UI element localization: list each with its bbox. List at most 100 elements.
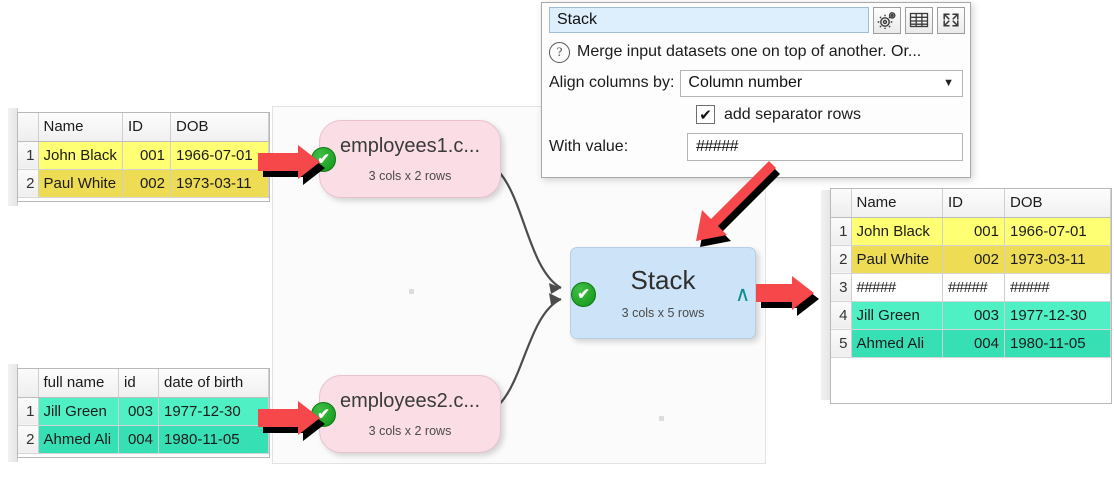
chevron-down-icon: ▼ [943,77,954,89]
cell-name[interactable]: Jill Green [851,301,943,330]
row-number-header [831,189,852,218]
cell-id[interactable]: 001 [122,141,171,170]
settings-gears-icon[interactable] [873,6,901,34]
row-number-header [18,113,39,142]
dialog-description-row: ? Merge input datasets one on top of ano… [542,37,970,67]
column-header-dob: DOB [1004,189,1111,218]
expand-icon[interactable] [937,6,965,34]
row-number: 4 [831,301,852,330]
cell-id[interactable]: 003 [118,397,159,426]
row-number: 5 [831,329,852,358]
cell-name[interactable]: John Black [38,141,123,170]
column-header-name: Name [851,189,943,218]
row-number: 1 [18,141,39,170]
cell-dob[interactable]: 1980-11-05 [1004,329,1111,358]
cell-date-of-birth[interactable]: 1977-12-30 [158,397,269,426]
annotation-arrow-to-employees2 [258,398,342,446]
node-employees1[interactable]: employees1.c... 3 cols x 2 rows [319,120,501,198]
cell-id[interactable]: 004 [942,329,1005,358]
employees1-table[interactable]: Name ID DOB 1 John Black 001 1966-07-01 … [17,112,270,202]
cell-id[interactable]: 003 [942,301,1005,330]
cell-name[interactable]: Ahmed Ali [851,329,943,358]
cell-dob[interactable]: 1977-12-30 [1004,301,1111,330]
node-subtitle: 3 cols x 5 rows [621,305,705,320]
node-employees2[interactable]: employees2.c... 3 cols x 2 rows [319,375,501,453]
cell-id[interactable]: 002 [122,169,171,198]
cell-date-of-birth[interactable]: 1980-11-05 [158,425,269,454]
column-header-id: ID [122,113,171,142]
column-header-name: Name [38,113,123,142]
table-row[interactable]: 1 John Black 001 1966-07-01 [831,217,1111,246]
cell-name[interactable]: ##### [851,273,943,302]
table-row[interactable]: 1 John Black 001 1966-07-01 [18,141,269,170]
table-row[interactable]: 1 Jill Green 003 1977-12-30 [18,397,269,426]
grid-glyph [909,12,929,28]
table-header-row: Name ID DOB [831,189,1111,218]
cell-name[interactable]: Paul White [851,245,943,274]
cell-dob[interactable]: 1966-07-01 [170,141,269,170]
row-number: 3 [831,273,852,302]
align-columns-row: Align columns by: Column number ▼ [542,67,970,99]
cell-dob[interactable]: 1973-03-11 [1004,245,1111,274]
row-number: 1 [18,397,39,426]
properties-dialog[interactable]: Stack [541,2,971,178]
cell-full-name[interactable]: Ahmed Ali [38,425,119,454]
column-header-date-of-birth: date of birth [158,369,269,398]
table-header-row: Name ID DOB [18,113,269,142]
column-header-dob: DOB [170,113,269,142]
with-value-input[interactable]: ##### [687,133,963,161]
row-number-header [18,369,39,398]
annotation-arrow-to-employees1 [258,142,342,190]
add-separator-rows-row: ✔ add separator rows [542,99,970,130]
align-columns-select[interactable]: Column number ▼ [680,69,963,97]
canvas-grid-dot [409,289,414,294]
cell-id[interactable]: 004 [118,425,159,454]
status-ok-icon-stack: ✔ [571,282,596,307]
row-number: 2 [18,169,39,198]
table-row[interactable]: 4 Jill Green 003 1977-12-30 [831,301,1111,330]
flow-canvas[interactable]: employees1.c... 3 cols x 2 rows ✔ employ… [272,106,766,464]
check-glyph: ✔ [317,406,330,423]
table-row[interactable]: 5 Ahmed Ali 004 1980-11-05 [831,329,1111,358]
table-row[interactable]: 2 Ahmed Ali 004 1980-11-05 [18,425,269,454]
annotation-arrow-to-output-table [756,273,836,321]
cell-dob[interactable]: 1966-07-01 [1004,217,1111,246]
node-title: employees1.c... [339,134,481,157]
node-subtitle: 3 cols x 2 rows [368,423,452,438]
employees2-table[interactable]: full name id date of birth 1 Jill Green … [17,368,270,458]
node-stack-output-caret-icon: ∧ [735,283,751,306]
cell-name[interactable]: Paul White [38,169,123,198]
expand-glyph [943,13,959,27]
cell-id[interactable]: 001 [942,217,1005,246]
stack-output-table[interactable]: Name ID DOB 1 John Black 001 1966-07-01 … [830,188,1112,404]
with-value-row: With value: ##### [542,130,970,164]
table-row-separator[interactable]: 3 ##### ##### ##### [831,273,1111,302]
row-number: 2 [831,245,852,274]
dialog-description-text: Merge input datasets one on top of anoth… [577,43,922,60]
node-stack[interactable]: Stack 3 cols x 5 rows [570,247,756,339]
row-number: 1 [831,217,852,246]
with-value-label: With value: [549,138,629,155]
table-row[interactable]: 2 Paul White 002 1973-03-11 [18,169,269,198]
node-subtitle: 3 cols x 2 rows [368,168,452,183]
cell-id[interactable]: 002 [942,245,1005,274]
cell-name[interactable]: John Black [851,217,943,246]
cell-dob[interactable]: ##### [1004,273,1111,302]
node-title: employees2.c... [339,389,481,412]
check-glyph: ✔ [317,151,330,168]
check-glyph: ✔ [577,286,590,303]
row-number: 2 [18,425,39,454]
node-title: Stack [630,264,696,295]
cell-id[interactable]: ##### [942,273,1005,302]
annotation-arrow-dialog-to-stack [680,160,810,275]
help-icon[interactable]: ? [549,41,570,63]
column-header-full-name: full name [38,369,119,398]
table-row[interactable]: 2 Paul White 002 1973-03-11 [831,245,1111,274]
cell-dob[interactable]: 1973-03-11 [170,169,269,198]
cell-full-name[interactable]: Jill Green [38,397,119,426]
add-separator-rows-label: add separator rows [724,105,861,123]
column-header-id: id [118,369,159,398]
table-view-icon[interactable] [905,6,933,34]
transform-name-input[interactable]: Stack [549,7,869,33]
add-separator-rows-checkbox[interactable]: ✔ [696,105,715,124]
